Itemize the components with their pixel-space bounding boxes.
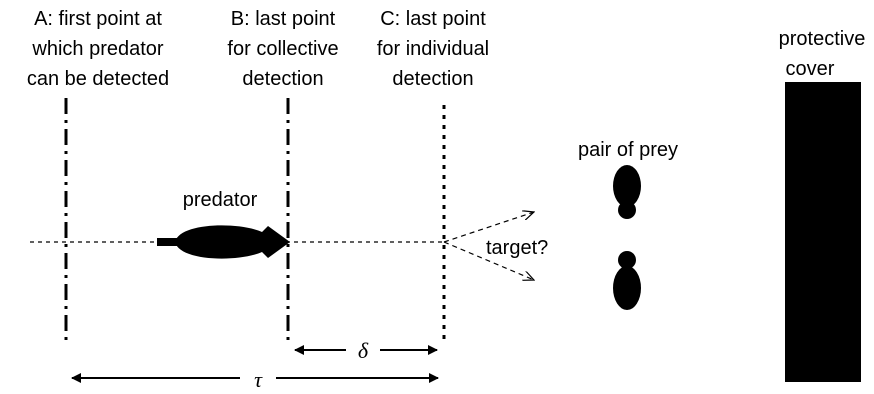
tau-interval: τ (71, 367, 439, 392)
delta-interval: δ (294, 338, 438, 363)
cover-label-line-2: cover (786, 58, 835, 80)
label-a: A: first point at which predator can be … (27, 8, 169, 90)
label-c-line-2: for individual (377, 38, 489, 60)
label-c-line-1: C: last point (380, 8, 486, 30)
prey-upper-body (613, 165, 641, 207)
predator: predator (157, 189, 290, 259)
protective-cover: protective cover (779, 28, 866, 382)
predator-label: predator (183, 189, 258, 211)
pair-of-prey: pair of prey (578, 139, 678, 310)
label-c-line-3: detection (392, 68, 473, 90)
predator-body (175, 225, 290, 259)
cover-block (785, 82, 861, 382)
cover-label-line-1: protective (779, 28, 866, 50)
target-label: target? (486, 237, 548, 259)
prey-lower-body (613, 266, 641, 310)
label-b-line-3: detection (242, 68, 323, 90)
predator-tail (157, 238, 179, 246)
tau-label: τ (254, 367, 263, 389)
label-a-line-1: A: first point at (34, 8, 162, 30)
label-b: B: last point for collective detection (227, 8, 338, 90)
label-b-line-1: B: last point (231, 8, 336, 30)
prey-upper-head (618, 201, 636, 219)
label-b-line-2: for collective (227, 38, 338, 60)
prey-lower-head (618, 251, 636, 269)
label-c: C: last point for individual detection (377, 8, 489, 90)
prey-label: pair of prey (578, 139, 678, 161)
label-a-line-3: can be detected (27, 68, 169, 90)
label-a-line-2: which predator (31, 38, 164, 60)
target-arrow-lower (443, 241, 534, 280)
target-arrow-upper (443, 212, 534, 243)
delta-label: δ (358, 338, 369, 363)
